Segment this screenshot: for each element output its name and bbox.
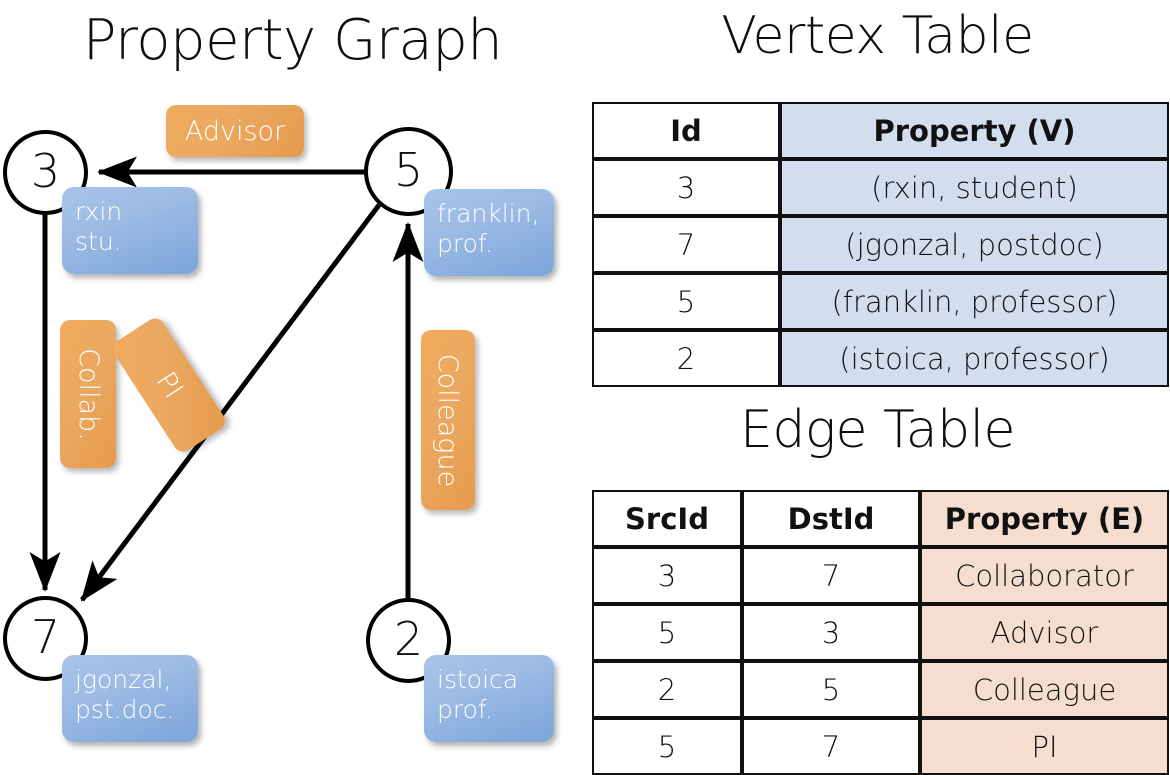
edge-table-cell-srcid: 5 [592,604,742,661]
node-property-box-5-line1: franklin, [437,199,540,228]
node-property-box-5-line2: prof. [437,228,493,258]
node-property-box-7-line2: pst.doc. [75,694,175,724]
table-row: 3 (rxin, student) [592,159,1169,216]
vertex-table-cell-property: (jgonzal, postdoc) [780,216,1169,273]
edge-label-colleague[interactable]: Colleague [421,330,475,510]
page-title-property-graph: Property Graph [82,8,503,73]
vertex-table-cell-property: (istoica, professor) [780,330,1169,387]
vertex-table-cell-property: (franklin, professor) [780,273,1169,330]
vertex-table-header-row: Id Property (V) [592,102,1169,159]
edge-table-cell-dstid: 3 [742,604,920,661]
edge-label-advisor[interactable]: Advisor [166,105,304,157]
node-property-box-7[interactable]: jgonzal, pst.doc. [62,655,198,742]
vertex-table-cell-property: (rxin, student) [780,159,1169,216]
edge-table-cell-property: Colleague [920,661,1169,718]
node-property-box-3-line2: stu. [75,226,122,256]
page-title-edge-table: Edge Table [739,400,1016,460]
node-property-box-5[interactable]: franklin, prof. [424,189,554,276]
table-row: 7 (jgonzal, postdoc) [592,216,1169,273]
table-row: 5 7 PI [592,718,1169,775]
node-property-box-2[interactable]: istoica prof. [424,655,554,742]
edge-table: SrcId DstId Property (E) 3 7 Collaborato… [592,490,1169,775]
table-row: 3 7 Collaborator [592,547,1169,604]
edge-label-advisor-text: Advisor [184,115,286,147]
graph-node-7-label: 7 [30,609,61,664]
edge-table-cell-property: PI [920,718,1169,775]
edge-table-cell-dstid: 5 [742,661,920,718]
edge-table-header-property: Property (E) [920,490,1169,547]
page-title-vertex-table: Vertex Table [721,6,1034,66]
node-property-box-7-line1: jgonzal, [75,665,172,694]
edge-table-cell-dstid: 7 [742,718,920,775]
vertex-table-cell-id: 5 [592,273,780,330]
edge-table-header-srcid: SrcId [592,490,742,547]
edge-label-collab-text: Collab. [72,347,104,441]
edge-arrow-5-to-7 [80,203,381,602]
edge-label-pi-text: PI [149,366,189,404]
vertex-table-cell-id: 7 [592,216,780,273]
vertex-table-header-property: Property (V) [780,102,1169,159]
table-row: 5 3 Advisor [592,604,1169,661]
property-graph-diagram: 3 5 7 2 rxin stu. franklin, prof. jgonza… [0,0,585,760]
edge-label-collab[interactable]: Collab. [60,320,116,468]
node-property-box-3-line1: rxin [75,197,123,226]
graph-node-2-label: 2 [393,611,424,666]
edge-table-cell-srcid: 2 [592,661,742,718]
vertex-table-cell-id: 2 [592,330,780,387]
graph-node-5[interactable]: 5 [364,127,453,216]
graph-edge-arrows [29,156,424,602]
edge-table-cell-srcid: 5 [592,718,742,775]
table-row: 5 (franklin, professor) [592,273,1169,330]
edge-table-cell-srcid: 3 [592,547,742,604]
node-property-box-2-line2: prof. [437,694,493,724]
edge-table-cell-property: Advisor [920,604,1169,661]
table-row: 2 (istoica, professor) [592,330,1169,387]
edge-table-header-dstid: DstId [742,490,920,547]
node-property-box-3[interactable]: rxin stu. [62,187,198,274]
edge-label-colleague-text: Colleague [432,353,464,487]
edge-table-header-row: SrcId DstId Property (E) [592,490,1169,547]
graph-node-3-label: 3 [30,143,61,198]
graph-node-2[interactable]: 2 [366,598,451,683]
table-row: 2 5 Colleague [592,661,1169,718]
node-property-box-2-line1: istoica [437,665,519,694]
vertex-table: Id Property (V) 3 (rxin, student) 7 (jgo… [592,102,1169,387]
vertex-table-cell-id: 3 [592,159,780,216]
graph-node-5-label: 5 [393,142,424,197]
vertex-table-header-id: Id [592,102,780,159]
edge-table-cell-dstid: 7 [742,547,920,604]
edge-table-cell-property: Collaborator [920,547,1169,604]
